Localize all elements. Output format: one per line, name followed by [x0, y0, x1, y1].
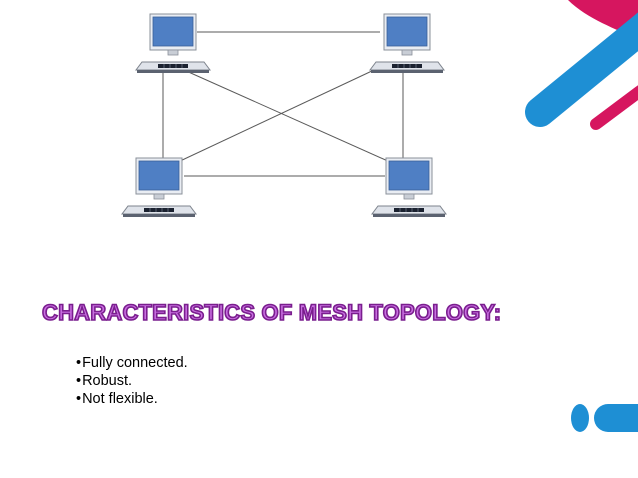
bullet-marker: • — [76, 391, 82, 407]
slide-heading: CHARACTERISTICS OF MESH TOPOLOGY: — [41, 299, 502, 326]
bullet-marker: • — [76, 355, 82, 371]
list-item: •Fully connected. — [76, 354, 188, 372]
list-item: •Robust. — [76, 372, 188, 390]
accent-blue-stripe — [525, 12, 638, 127]
bullet-list: •Fully connected. •Robust. •Not flexible… — [76, 354, 188, 408]
accent-pink-stripe — [590, 85, 638, 130]
computer-bottom-right — [371, 157, 447, 218]
list-item: •Not flexible. — [76, 390, 188, 408]
bullet-text: Fully connected. — [82, 355, 188, 371]
link-top-right-bottom-left — [177, 69, 375, 163]
computer-top-right — [369, 13, 445, 74]
computer-icon — [135, 13, 211, 74]
computer-bottom-left — [121, 157, 197, 218]
bullet-marker: • — [76, 373, 82, 389]
bullet-text: Not flexible. — [82, 391, 158, 407]
mesh-links — [162, 31, 404, 177]
computer-top-left — [135, 13, 211, 74]
accent-stripes — [525, 0, 638, 432]
computer-icon — [121, 157, 197, 218]
accent-blue-dot — [571, 404, 589, 432]
bullet-text: Robust. — [82, 373, 133, 389]
link-top-left-bottom-right — [183, 69, 391, 163]
computer-icon — [369, 13, 445, 74]
computer-icon — [371, 157, 447, 218]
